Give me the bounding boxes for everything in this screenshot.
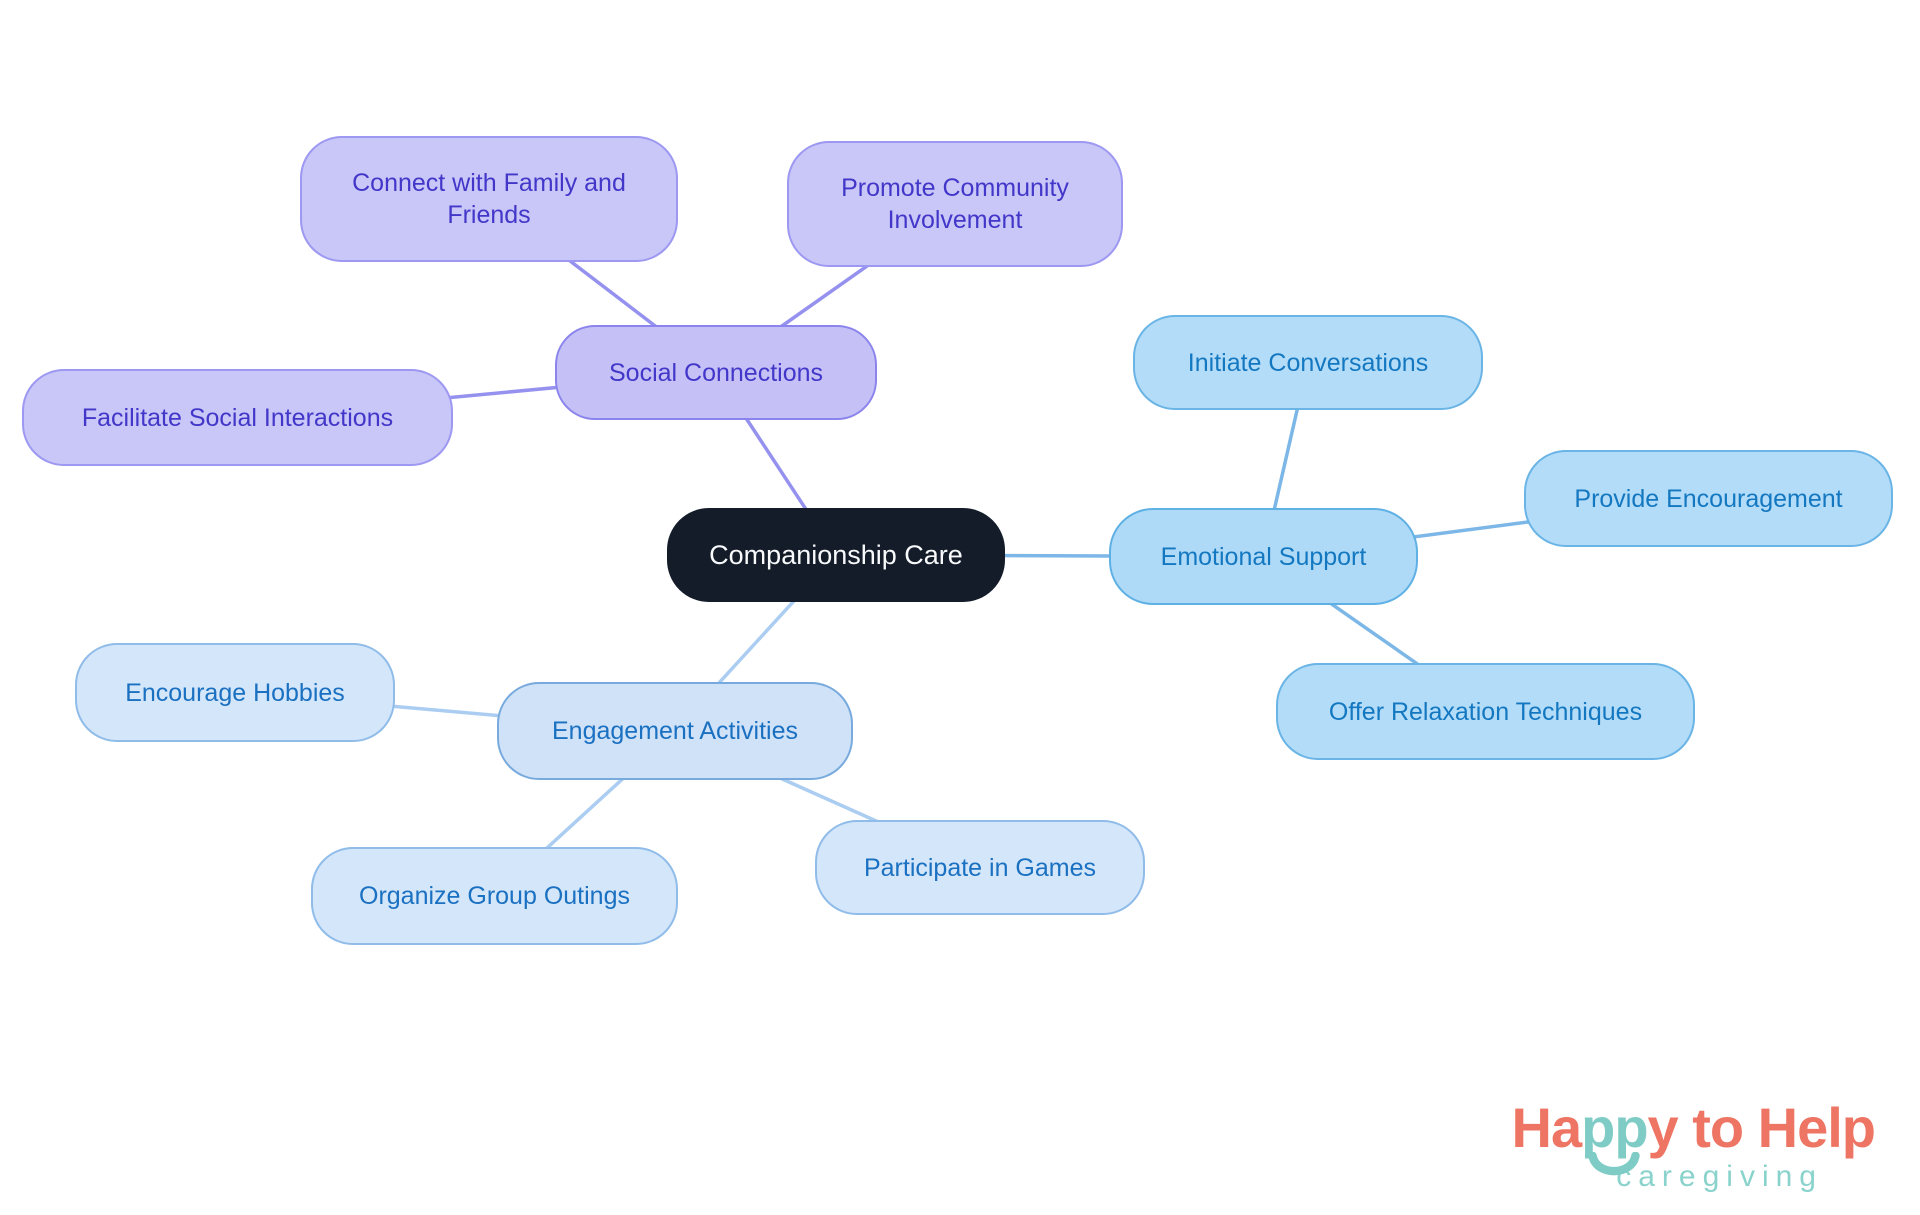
- node-encourage-hobbies[interactable]: Encourage Hobbies: [75, 643, 395, 742]
- node-participate-games[interactable]: Participate in Games: [815, 820, 1145, 915]
- node-companionship-care[interactable]: Companionship Care: [667, 508, 1005, 602]
- node-provide-encouragement[interactable]: Provide Encouragement: [1524, 450, 1893, 547]
- node-label-emotional-support: Emotional Support: [1160, 542, 1367, 571]
- node-label-initiate-conversations: Initiate Conversations: [1187, 348, 1429, 377]
- node-social-connections[interactable]: Social Connections: [555, 325, 877, 420]
- node-emotional-support[interactable]: Emotional Support: [1109, 508, 1418, 605]
- node-initiate-conversations[interactable]: Initiate Conversations: [1133, 315, 1483, 410]
- logo-subtitle: caregiving: [1616, 1160, 1823, 1193]
- node-label-engagement-activities: Engagement Activities: [552, 717, 798, 745]
- smile-icon: [1588, 1152, 1640, 1176]
- node-label-facilitate-social: Facilitate Social Interactions: [81, 403, 394, 432]
- node-label-provide-encouragement: Provide Encouragement: [1574, 484, 1843, 513]
- node-organize-outings[interactable]: Organize Group Outings: [311, 847, 678, 945]
- logo-text-y-to-help: y to Help: [1647, 1096, 1876, 1159]
- node-promote-community[interactable]: Promote Community Involvement: [787, 141, 1123, 267]
- logo-text-pp: pp: [1581, 1100, 1649, 1176]
- logo-text-ha: Ha: [1511, 1096, 1583, 1159]
- node-facilitate-social[interactable]: Facilitate Social Interactions: [22, 369, 453, 466]
- node-offer-relaxation[interactable]: Offer Relaxation Techniques: [1276, 663, 1695, 760]
- node-label-companionship-care: Companionship Care: [709, 539, 963, 570]
- node-label-promote-community: Promote Community Involvement: [841, 174, 1069, 234]
- node-connect-family-friends[interactable]: Connect with Family and Friends: [300, 136, 678, 262]
- node-label-social-connections: Social Connections: [608, 358, 823, 387]
- node-label-encourage-hobbies: Encourage Hobbies: [125, 678, 345, 707]
- node-label-offer-relaxation: Offer Relaxation Techniques: [1328, 697, 1643, 726]
- node-engagement-activities[interactable]: Engagement Activities: [497, 682, 853, 780]
- node-label-participate-games: Participate in Games: [863, 853, 1097, 882]
- node-label-connect-family-friends: Connect with Family and Friends: [352, 169, 626, 229]
- logo-text-pp-letters: pp: [1581, 1096, 1648, 1159]
- node-label-organize-outings: Organize Group Outings: [359, 882, 630, 910]
